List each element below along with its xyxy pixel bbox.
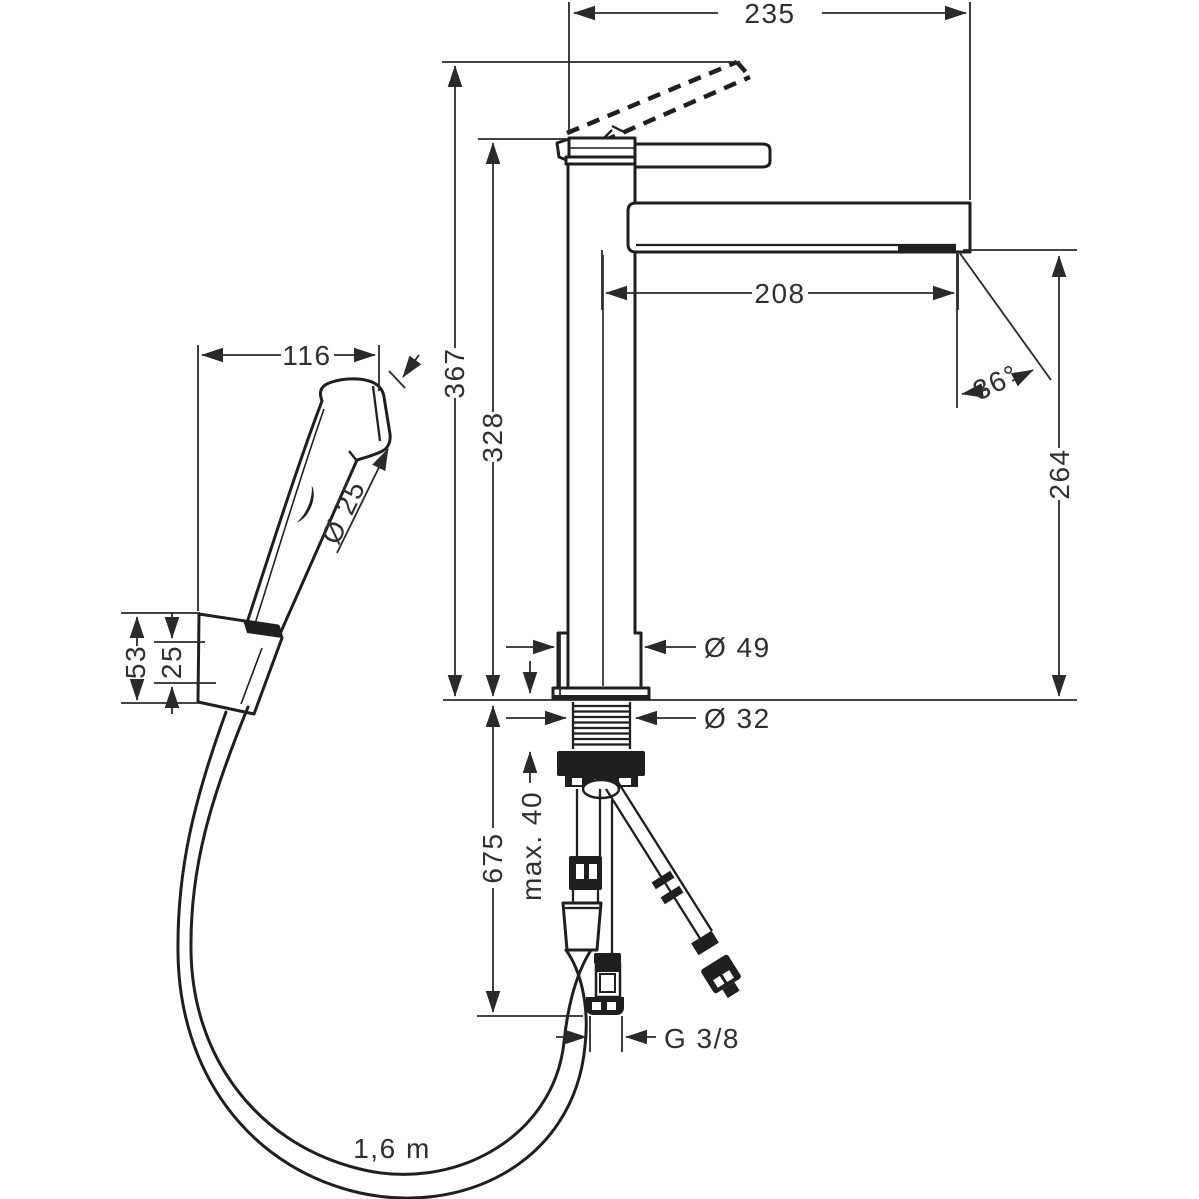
dim-thread-label: G 3/8 (664, 1023, 740, 1054)
faucet-base (551, 686, 651, 701)
dim-height-total: 367 (439, 61, 740, 697)
dim-shower-length: 116 (197, 340, 380, 611)
dim-deck-thickness-label: max. 40 (516, 791, 547, 901)
faucet-body (443, 59, 1077, 1015)
supply-pipe (561, 789, 614, 953)
hose-cone-nut (561, 901, 603, 952)
faucet-column (556, 162, 643, 690)
dim-shank-dia-label: Ø 32 (704, 703, 771, 734)
dim-base-dia-label: Ø 49 (704, 632, 771, 663)
dim-shank-dia: Ø 32 (506, 703, 771, 734)
supply-hose-end-fitting (701, 954, 741, 999)
dim-spout-reach: 208 (601, 250, 959, 310)
dim-base-dia: Ø 49 (506, 632, 771, 697)
dim-spout-angle: 36° (956, 251, 1052, 408)
dim-holder-height: 53 (120, 612, 200, 704)
shower-hose (176, 705, 593, 1199)
hand-shower (176, 377, 593, 1199)
threaded-shank (571, 702, 632, 749)
dimensions: 235 367 328 208 36° (120, 0, 1077, 1164)
dim-spout-height-label: 264 (1044, 448, 1075, 499)
hand-shower-body (238, 377, 392, 654)
supply-hose-diagonal (605, 781, 741, 999)
handle-collar (564, 155, 637, 166)
dim-width-total: 235 (568, 0, 971, 200)
faucet-handle (555, 136, 772, 169)
dim-supply-drop: 675 (477, 705, 583, 1017)
supply-connector (586, 953, 624, 1015)
dim-spout-reach-label: 208 (754, 278, 805, 309)
dim-width-total-label: 235 (744, 0, 795, 29)
dim-deck-thickness: max. 40 (516, 661, 547, 901)
dim-thread: G 3/8 (556, 1016, 740, 1054)
dim-supply-drop-label: 675 (477, 832, 508, 883)
dim-height-body: 328 (477, 138, 566, 697)
dim-holder-height-label: 53 (120, 645, 151, 679)
shower-button (296, 485, 314, 523)
spray-face-line (371, 385, 382, 442)
faucet-spout (626, 201, 972, 254)
dim-holder-depth-label: 25 (156, 645, 187, 679)
handle-lever (633, 142, 772, 169)
hose-length-label: 1,6 m (353, 1133, 431, 1164)
dim-spout-height: 264 (963, 249, 1077, 697)
dim-holder-depth: 25 (154, 612, 216, 714)
dim-height-total-label: 367 (439, 347, 470, 398)
dim-shower-length-label: 116 (282, 340, 331, 371)
aerator (898, 245, 956, 252)
dim-height-body-label: 328 (477, 411, 508, 462)
dim-spout-angle-label: 36° (968, 358, 1024, 406)
